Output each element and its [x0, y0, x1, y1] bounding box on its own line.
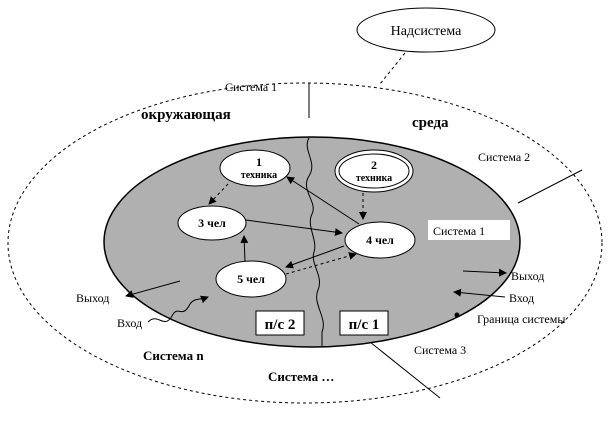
- input-right-arrow: [453, 288, 506, 298]
- boundary-label: Граница системы: [477, 312, 565, 326]
- environment-boundary: [7, 82, 603, 404]
- subsystem-2-label: п/с 2: [265, 317, 296, 333]
- outer-system-n-label: Система n: [143, 348, 204, 363]
- arrow-4-to-5: [285, 245, 345, 269]
- node-3-label: 3 чел: [198, 216, 226, 230]
- outer-system2-label: Система 2: [478, 150, 530, 164]
- output-right-label: Выход: [511, 269, 544, 283]
- system-area: [103, 136, 521, 348]
- inner-system1-label: Система 1: [433, 224, 485, 238]
- node-2-sub: техника: [356, 173, 392, 184]
- divider-bottom: [364, 337, 441, 399]
- output-right-arrow: [462, 268, 507, 277]
- node-1-number: 1: [256, 155, 262, 169]
- subsystem-1-box: [339, 310, 389, 336]
- divider-right: [517, 169, 583, 204]
- inner-system1-box: [428, 220, 510, 240]
- environment-label-left: окружающая: [141, 107, 231, 123]
- node-1-technics: [219, 149, 291, 187]
- node-3-person: [177, 205, 247, 241]
- arrow-5-to-3: [240, 235, 249, 262]
- outer-system1-label: Система 1: [225, 80, 277, 94]
- arrow-1-to-3: [208, 183, 229, 205]
- subsystem-2-box: [255, 310, 305, 336]
- outer-system3-label: Система 3: [414, 343, 466, 357]
- supersystem-node: [356, 7, 496, 53]
- arrow-5-to-4: [285, 252, 357, 275]
- supersystem-link: [379, 52, 406, 85]
- subsystem-divider: [306, 137, 324, 346]
- node-1-sub: техника: [241, 170, 277, 181]
- boundary-marker: [454, 312, 460, 318]
- outer-system-etc-label: Система …: [268, 369, 334, 384]
- node-5-person: [215, 260, 287, 298]
- supersystem-label: Надсистема: [391, 24, 462, 39]
- input-right-label: Вход: [509, 291, 534, 305]
- output-left-arrow: [125, 280, 181, 298]
- input-wave: [147, 295, 209, 323]
- environment-label-right: среда: [412, 115, 449, 131]
- node-2-technics: [338, 153, 410, 189]
- output-left-label: Выход: [76, 291, 109, 305]
- node-4-label: 4 чел: [366, 233, 394, 247]
- arrow-3-to-4: [245, 219, 343, 237]
- node-4-person: [344, 221, 416, 259]
- input-left-label: Вход: [117, 316, 142, 330]
- arrow-4-to-1: [286, 176, 360, 225]
- node-5-label: 5 чел: [237, 272, 265, 286]
- node-2-number: 2: [371, 158, 377, 172]
- subsystem-1-label: п/с 1: [349, 317, 380, 333]
